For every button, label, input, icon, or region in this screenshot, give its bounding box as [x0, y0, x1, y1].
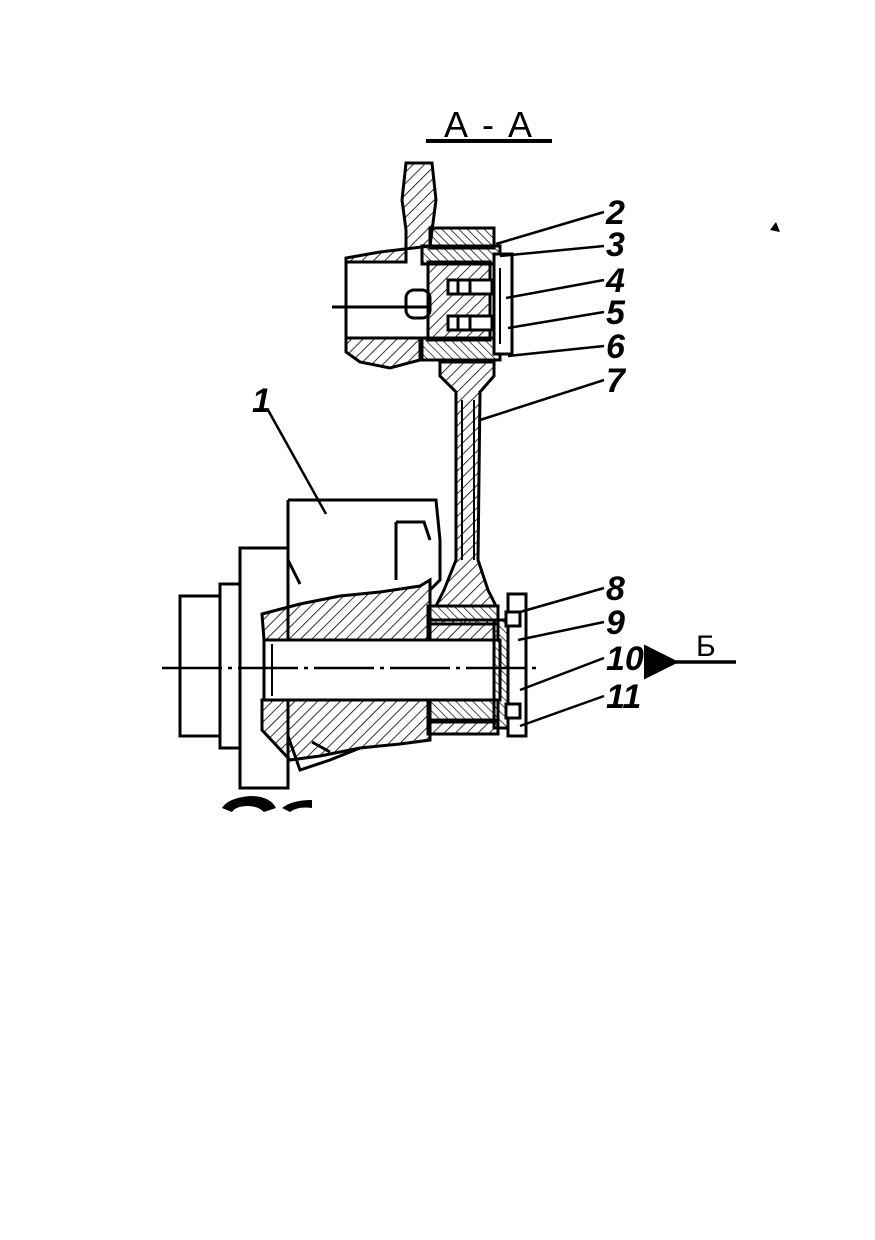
cropped-glyph: [222, 796, 312, 812]
upper-bearing-housing: [420, 226, 514, 362]
callout-10: 10: [606, 640, 644, 678]
callout-6: 6: [606, 328, 625, 366]
callout-1: 1: [252, 382, 271, 420]
lower-bearing: [426, 592, 528, 738]
lower-housing-contour: [286, 735, 361, 772]
callout-2: 2: [606, 194, 625, 232]
callout-7: 7: [606, 362, 625, 400]
connecting-rod: [433, 360, 499, 608]
callout-3: 3: [606, 226, 625, 264]
callout-8: 8: [606, 570, 625, 608]
callout-11: 11: [606, 678, 642, 716]
section-title: А - А: [443, 104, 534, 145]
corner-mark: [770, 222, 780, 232]
shaft-bore: [262, 638, 502, 702]
leader-lines: [266, 210, 605, 728]
connecting-rod-web: [461, 400, 475, 560]
section-title-underline: [426, 139, 552, 143]
callout-9: 9: [606, 604, 625, 642]
callout-4: 4: [606, 262, 625, 300]
view-label: Б: [696, 630, 716, 663]
callout-5: 5: [606, 294, 625, 332]
